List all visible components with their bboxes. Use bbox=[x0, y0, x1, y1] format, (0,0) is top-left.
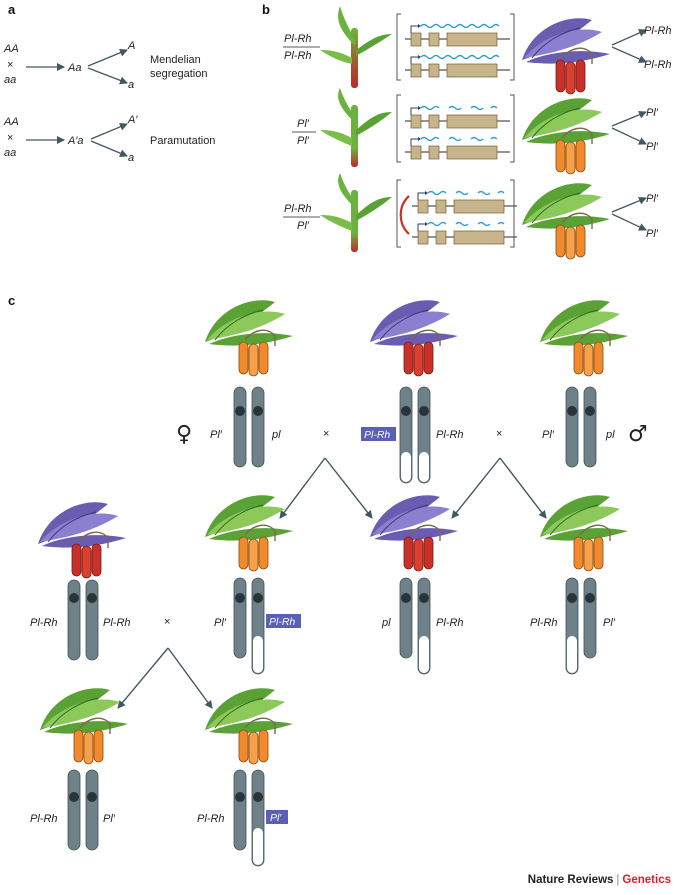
a-p-g2: a bbox=[128, 152, 134, 164]
c-gen3-1: Pl-Rh Pl′ bbox=[30, 687, 129, 851]
c-parent-1: Pl′ pl bbox=[204, 299, 294, 468]
a-m-p1: AA bbox=[3, 43, 19, 55]
journal-credit: Nature Reviews|Genetics bbox=[527, 874, 671, 886]
c-g3-right: Pl-Rh bbox=[436, 617, 464, 629]
c-parent-3: Pl′ pl bbox=[539, 299, 629, 468]
c-gen2-2: Pl′ Pl-Rh bbox=[204, 494, 301, 675]
green-flower bbox=[521, 182, 611, 260]
c-p1-right: pl bbox=[271, 429, 281, 441]
green-flower bbox=[521, 97, 611, 175]
mendelian-cross: AA × aa Aa A a Mendelian segregation bbox=[3, 40, 208, 91]
a-m-f1: Aa bbox=[67, 62, 81, 74]
a-m-label2: segregation bbox=[150, 68, 208, 80]
journal-name: Nature Reviews bbox=[527, 874, 614, 886]
b-r2-out2: Pl′ bbox=[646, 141, 659, 153]
c-g4-right: Pl′ bbox=[603, 617, 616, 629]
maize-plant-green-stem bbox=[320, 88, 392, 167]
a-p-f1: A′a bbox=[67, 135, 84, 147]
c-p3-right: pl bbox=[605, 429, 615, 441]
c-h1-right: Pl′ bbox=[103, 813, 116, 825]
journal-section: Genetics bbox=[622, 874, 671, 886]
a-p-label: Paramutation bbox=[150, 135, 215, 147]
c-g2-right: Pl-Rh bbox=[269, 616, 295, 628]
c-p3-left: Pl′ bbox=[542, 429, 555, 441]
c-cross-2: × bbox=[496, 428, 502, 440]
b-r1-geno-bottom: Pl-Rh bbox=[284, 50, 312, 62]
paramutation-cross: AA × aa A′a A′ a Paramutation bbox=[3, 114, 215, 164]
b-r1-out2: Pl-Rh bbox=[644, 59, 672, 71]
c-cross-1: × bbox=[323, 428, 329, 440]
c-gen3-2: Pl-Rh Pl′ bbox=[197, 687, 294, 867]
b-r1-geno-top: Pl-Rh bbox=[284, 33, 312, 45]
a-m-cross: × bbox=[7, 59, 13, 71]
maize-plant-red-stem bbox=[320, 6, 392, 88]
male-symbol: ♂ bbox=[628, 422, 648, 447]
c-g1-right: Pl-Rh bbox=[103, 617, 131, 629]
c-parent-2: Pl-Rh Pl-Rh bbox=[361, 299, 464, 484]
c-p2-right: Pl-Rh bbox=[436, 429, 464, 441]
maize-plant-partial-red bbox=[320, 173, 392, 252]
a-p-p1: AA bbox=[3, 116, 19, 128]
c-p1-left: Pl′ bbox=[210, 429, 223, 441]
a-p-cross: × bbox=[7, 132, 13, 144]
b-r2-geno-bottom: Pl′ bbox=[297, 135, 310, 147]
a-m-g2: a bbox=[128, 79, 134, 91]
panel-a-label: a bbox=[8, 2, 16, 17]
a-m-p2: aa bbox=[4, 74, 16, 86]
b-row-1: Pl-Rh Pl-Rh Pl-Rh Pl-Rh bbox=[283, 6, 672, 95]
b-r1-out1: Pl-Rh bbox=[644, 25, 672, 37]
c-g1-left: Pl-Rh bbox=[30, 617, 58, 629]
c-h2-left: Pl-Rh bbox=[197, 813, 225, 825]
b-row-3: Pl-Rh Pl′ Pl′ Pl′ bbox=[283, 173, 659, 260]
b-r2-geno-top: Pl′ bbox=[297, 118, 310, 130]
panel-b-label: b bbox=[262, 2, 270, 17]
b-r2-out1: Pl′ bbox=[646, 107, 659, 119]
c-cross-3: × bbox=[164, 616, 170, 628]
c-p2-left: Pl-Rh bbox=[364, 429, 390, 441]
c-gen2-4: Pl-Rh Pl′ bbox=[530, 494, 629, 675]
c-gen2-3: pl Pl-Rh bbox=[369, 494, 464, 675]
b-r3-geno-bottom: Pl′ bbox=[297, 220, 310, 232]
c-gen2-1: Pl-Rh Pl-Rh bbox=[30, 501, 131, 661]
c-h1-left: Pl-Rh bbox=[30, 813, 58, 825]
panel-c-label: c bbox=[8, 293, 15, 308]
b-row-2: Pl′ Pl′ Pl′ Pl′ bbox=[292, 88, 659, 175]
a-m-g1: A bbox=[127, 40, 135, 52]
b-r3-out2: Pl′ bbox=[646, 228, 659, 240]
c-g2-left: Pl′ bbox=[214, 617, 227, 629]
purple-flower bbox=[521, 17, 611, 95]
paramutation-signal-arc bbox=[399, 195, 410, 235]
c-h2-right: Pl′ bbox=[270, 812, 282, 824]
female-symbol: ♀ bbox=[176, 422, 192, 447]
b-r3-geno-top: Pl-Rh bbox=[284, 203, 312, 215]
c-g4-left: Pl-Rh bbox=[530, 617, 558, 629]
c-g3-left: pl bbox=[381, 617, 391, 629]
a-m-label1: Mendelian bbox=[150, 54, 201, 66]
a-p-p2: aa bbox=[4, 147, 16, 159]
b-r3-out1: Pl′ bbox=[646, 193, 659, 205]
a-p-g1: A′ bbox=[127, 114, 138, 126]
